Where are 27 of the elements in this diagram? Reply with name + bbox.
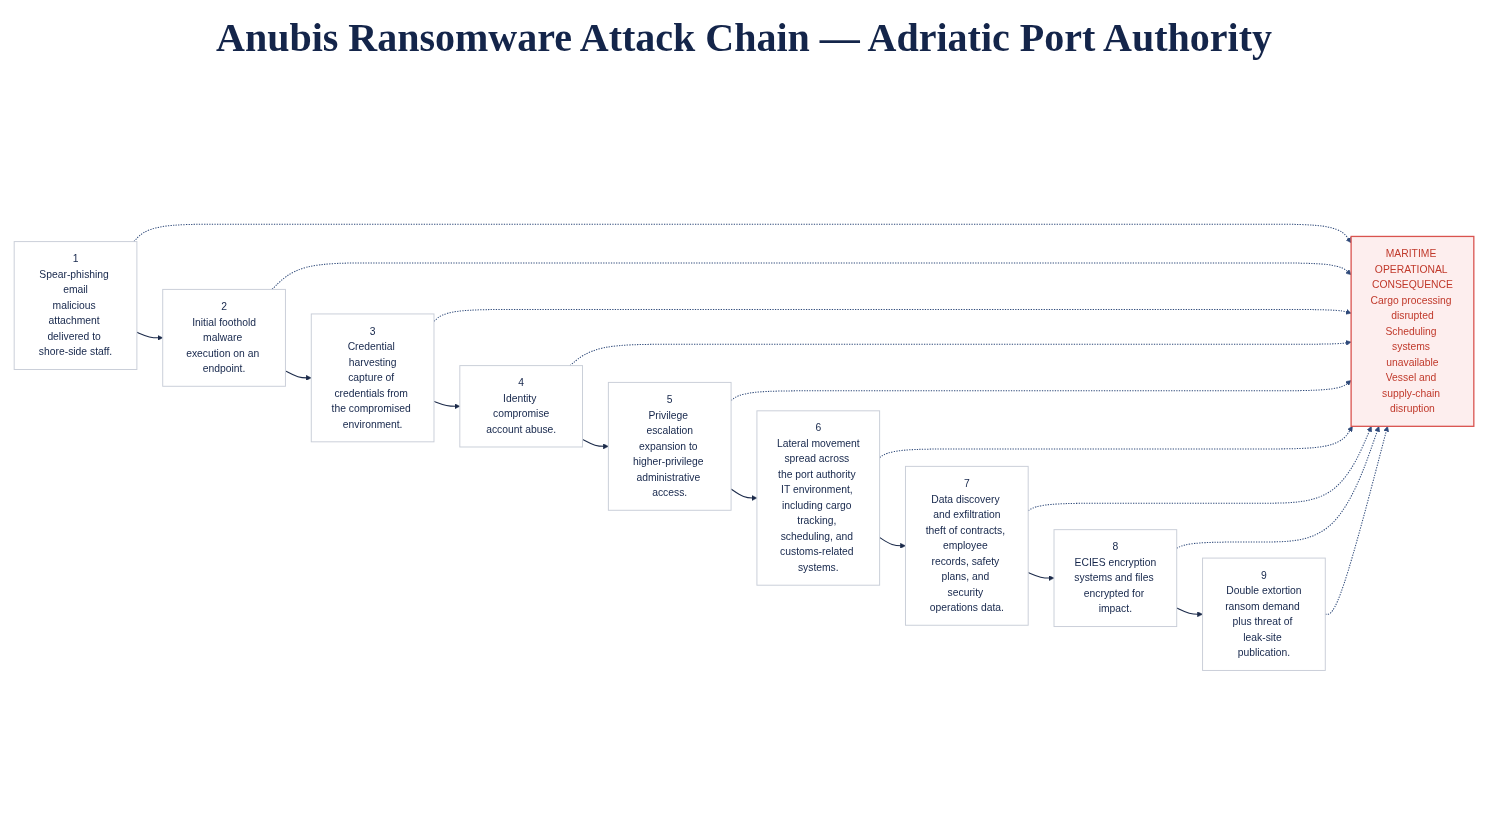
arrow (433, 308, 1352, 322)
arrow (879, 425, 1353, 458)
arrow (730, 379, 1352, 401)
arrow (1027, 571, 1055, 581)
node-box: 4 Identity compromise account abuse. (459, 364, 583, 448)
arrow (136, 331, 163, 341)
node-box: 3 Credential harvesting capture of credentials from the compromised environment. (310, 313, 435, 442)
node-box: 9 Double extortion ransom demand plus threat of leak-site publication. (1202, 557, 1326, 671)
arrow (1176, 425, 1380, 549)
node-box: MARITIME OPERATIONAL CONSEQUENCE Cargo processing disrupted Scheduling systems unavailable Vessel and supply-chain disruption (1350, 235, 1475, 427)
arrow (271, 262, 1352, 290)
arrow (569, 339, 1352, 366)
diagram-title: Anubis Ransomware Attack Chain — Adriatic Port Authority (215, 14, 1273, 61)
arrow (133, 223, 1352, 243)
arrow (433, 400, 461, 409)
arrow (1176, 607, 1203, 617)
node-box: 5 Privilege escalation expansion to higher-privilege administrative access. (607, 381, 732, 511)
arrow (1324, 425, 1389, 615)
arrow (582, 438, 609, 449)
arrow (730, 488, 758, 501)
node-box: 1 Spear-phishing email malicious attachment delivered to shore-side staff. (13, 240, 138, 370)
node-box: 2 Initial foothold malware execution on an endpoint. (162, 288, 286, 387)
arrow (284, 370, 312, 381)
node-box: 6 Lateral movement spread across the port authority IT environment, including cargo tracking, scheduling, and customs-related systems. (756, 410, 881, 586)
arrow (879, 536, 906, 549)
node-box: 7 Data discovery and exfiltration theft of contracts, employee records, safety plans, and security operations data. (905, 465, 1029, 626)
node-box: 8 ECIES encryption systems and files encrypted for impact. (1053, 528, 1178, 627)
